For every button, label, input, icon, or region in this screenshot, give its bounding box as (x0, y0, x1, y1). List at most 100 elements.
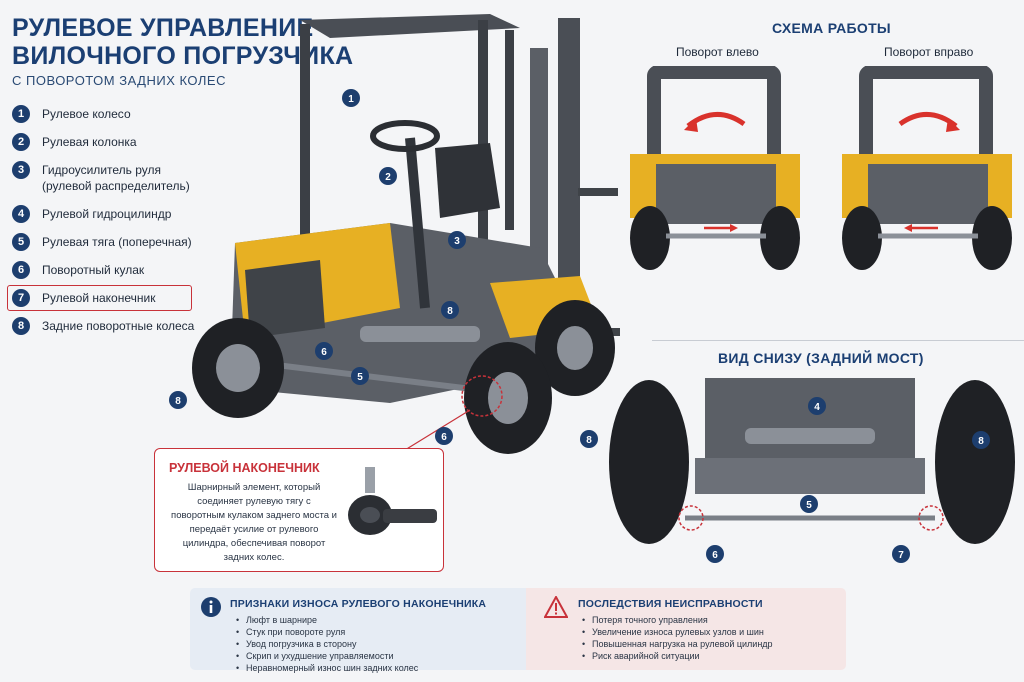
wear-list: Люфт в шарнире Стук при повороте руля Ув… (236, 614, 418, 674)
tie-rod-end-icon (348, 467, 437, 535)
tie-rod-end-highlight-left (678, 505, 704, 531)
seat (435, 143, 500, 218)
guard-post (478, 20, 488, 250)
svg-text:8: 8 (175, 396, 181, 407)
list-item: Увеличение износа рулевых узлов и шин (582, 626, 773, 638)
overhead-guard (300, 14, 520, 38)
legend-badge: 7 (12, 289, 30, 307)
rear-axle (695, 458, 925, 494)
svg-text:8: 8 (586, 435, 592, 446)
legend-label: Рулевой наконечник (42, 291, 156, 305)
legend-badge: 1 (12, 105, 30, 123)
arrow-head (730, 224, 738, 232)
list-item: Риск аварийной ситуации (582, 650, 773, 662)
legend-badge: 3 (12, 161, 30, 179)
list-item: Стук при повороте руля (236, 626, 418, 638)
marker-7-bottom: 7 (892, 545, 910, 563)
svg-text:7: 7 (898, 550, 904, 561)
svg-text:2: 2 (385, 172, 391, 183)
legend-item-1: 1 Рулевое колесо (12, 105, 131, 123)
svg-text:1: 1 (348, 94, 354, 105)
info-icon (201, 597, 221, 617)
svg-text:8: 8 (978, 436, 984, 447)
wheel (630, 206, 670, 270)
consequences-panel-title: ПОСЛЕДСТВИЯ НЕИСПРАВНОСТИ (578, 598, 763, 610)
legend-label: Рулевая колонка (42, 135, 137, 149)
svg-text:5: 5 (357, 372, 363, 383)
page-title-line1: РУЛЕВОЕ УПРАВЛЕНИЕ (12, 14, 314, 42)
page-title-line2: ВИЛОЧНОГО ПОГРУЗЧИКА (12, 42, 354, 70)
svg-text:6: 6 (321, 347, 327, 358)
callout-text: Шарнирный элемент, который соединяет рул… (171, 482, 337, 563)
overhead-frame (647, 66, 781, 171)
warning-icon (544, 596, 568, 618)
steering-cylinder (745, 428, 875, 444)
marker-6-bottom: 6 (706, 545, 724, 563)
rear-grille (245, 260, 325, 338)
legend-label: Гидроусилитель руля (рулевой распределит… (42, 161, 190, 194)
legend-badge: 6 (12, 261, 30, 279)
legend-label: Рулевое колесо (42, 107, 131, 121)
svg-text:8: 8 (447, 306, 453, 317)
wheel (842, 206, 882, 270)
wheel-hub (216, 344, 260, 392)
marker-6-forklift-right: 6 (435, 427, 453, 445)
legend-item-7-highlighted: 7 Рулевой наконечник (7, 285, 193, 311)
tie-rod-end-callout: РУЛЕВОЙ НАКОНЕЧНИК Шарнирный элемент, ко… (154, 448, 444, 572)
svg-text:6: 6 (712, 550, 718, 561)
legend-label-line2: (рулевой распределитель) (42, 179, 190, 193)
bottom-view-title: ВИД СНИЗУ (ЗАДНИЙ МОСТ) (718, 350, 924, 366)
fork-carriage (578, 188, 618, 196)
list-item: Потеря точного управления (582, 614, 773, 626)
consequences-panel: ПОСЛЕДСТВИЯ НЕИСПРАВНОСТИ Потеря точного… (526, 588, 846, 670)
callout-title: РУЛЕВОЙ НАКОНЕЧНИК (169, 461, 320, 475)
marker-5-bottom: 5 (800, 495, 818, 513)
rear-body (656, 164, 776, 224)
steering-wheel (370, 120, 440, 152)
bottom-view-illustration: 4 5 8 6 7 (609, 378, 1015, 563)
legend-item-5: 5 Рулевая тяга (поперечная) (12, 233, 192, 251)
tie-rod-end-highlight (461, 375, 503, 417)
marker-8-forklift-rear: 8 (441, 301, 459, 319)
marker-1: 1 (342, 89, 360, 107)
wheel-hub (557, 326, 593, 370)
list-item: Люфт в шарнире (236, 614, 418, 626)
wheel-right (935, 380, 1015, 544)
marker-8-bottom-left-badge: 8 (580, 430, 598, 448)
consequences-list: Потеря точного управления Увеличение изн… (582, 614, 773, 662)
marker-5-forklift: 5 (351, 367, 369, 385)
scheme-left-turn (630, 66, 800, 270)
list-item: Увод погрузчика в сторону (236, 638, 418, 650)
marker-3: 3 (448, 231, 466, 249)
wheel (972, 206, 1012, 270)
wear-signs-panel: ПРИЗНАКИ ИЗНОСА РУЛЕВОГО НАКОНЕЧНИКА Люф… (190, 588, 526, 674)
marker-8-forklift-left-wheel: 8 (169, 391, 187, 409)
wear-panel-title: ПРИЗНАКИ ИЗНОСА РУЛЕВОГО НАКОНЕЧНИКА (230, 598, 487, 610)
list-item: Повышенная нагрузка на рулевой цилиндр (582, 638, 773, 650)
page-subtitle: С ПОВОРОТОМ ЗАДНИХ КОЛЕС (12, 73, 226, 88)
guard-post (300, 24, 310, 244)
arrow-head (946, 118, 960, 132)
svg-text:3: 3 (454, 236, 460, 247)
legend-item-2: 2 Рулевая колонка (12, 133, 137, 151)
scheme-right-caption: Поворот вправо (884, 45, 974, 59)
legend-item-3: 3 Гидроусилитель руля (рулевой распредел… (12, 161, 190, 194)
legend-item-6: 6 Поворотный кулак (12, 261, 144, 279)
section-divider (652, 340, 1024, 341)
scheme-left-caption: Поворот влево (676, 45, 759, 59)
legend-badge: 8 (12, 317, 30, 335)
legend-item-8: 8 Задние поворотные колеса (12, 317, 194, 335)
legend-label-line1: Гидроусилитель руля (42, 163, 162, 177)
mast-rail (558, 18, 580, 318)
guard-post (505, 30, 514, 230)
marker-6-forklift-left: 6 (315, 342, 333, 360)
arrow-head (904, 224, 912, 232)
tie-rod (259, 360, 481, 393)
legend-badge: 4 (12, 205, 30, 223)
steering-column (405, 137, 430, 309)
steering-cylinder (360, 326, 480, 342)
scheme-right-turn (842, 66, 1012, 270)
svg-text:6: 6 (441, 432, 447, 443)
legend-label: Поворотный кулак (42, 263, 145, 277)
wheel (760, 206, 800, 270)
